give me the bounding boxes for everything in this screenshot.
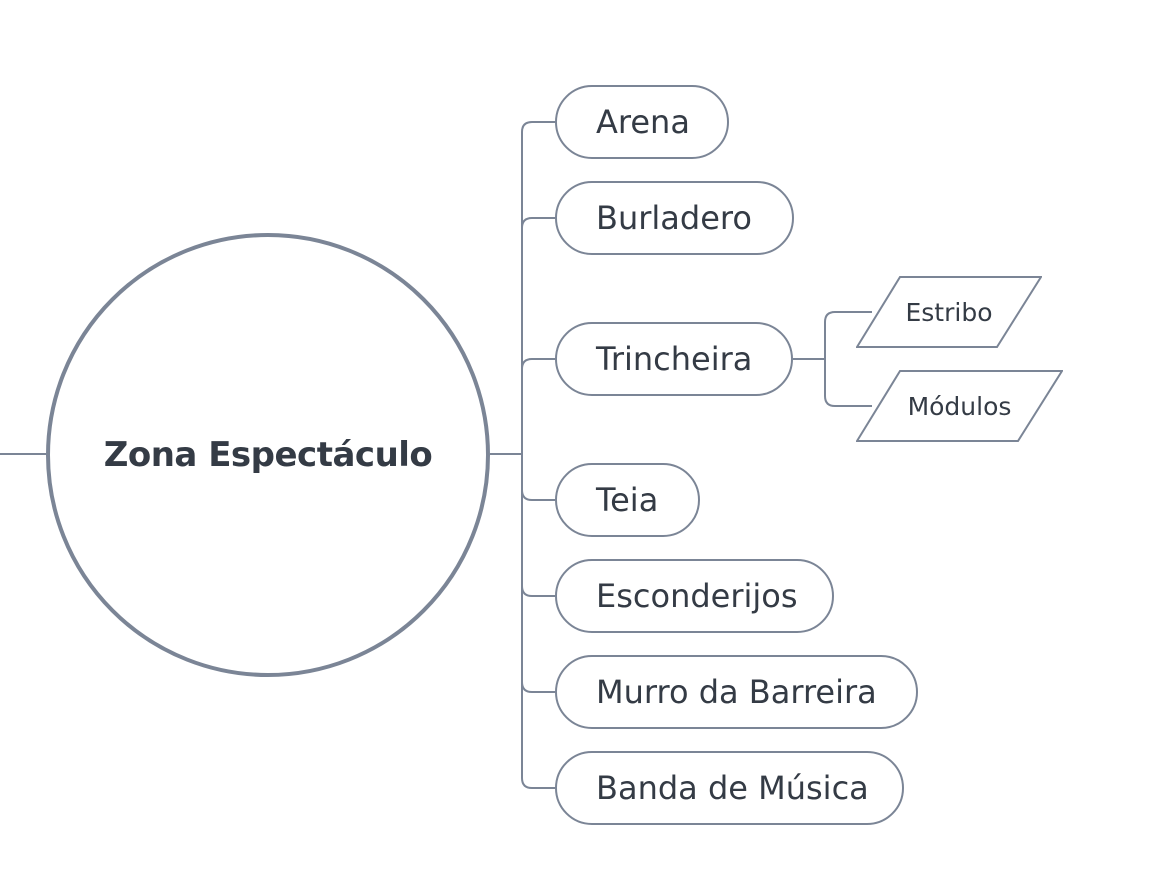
branch-connector-murro bbox=[521, 681, 555, 693]
subtopic-label: Módulos bbox=[907, 391, 1012, 421]
branch-connector-trincheira bbox=[521, 358, 555, 370]
topic-label: Trincheira bbox=[596, 340, 753, 378]
central-topic-label: Zona Espectáculo bbox=[103, 435, 433, 475]
branch-connector-esconderijos bbox=[521, 585, 555, 597]
parallelogram-shape bbox=[856, 276, 1042, 348]
topic-label: Teia bbox=[596, 481, 659, 519]
subtopic-label: Estribo bbox=[905, 297, 993, 327]
topic-label: Banda de Música bbox=[596, 769, 869, 807]
sub-spine-trincheira bbox=[824, 311, 836, 407]
branch-connector-teia bbox=[521, 489, 555, 501]
topic-label: Esconderijos bbox=[596, 577, 798, 615]
topic-label: Burladero bbox=[596, 199, 752, 237]
subtopic-estribo[interactable]: Estribo bbox=[856, 276, 1042, 348]
subtopic-modulos[interactable]: Módulos bbox=[856, 370, 1063, 442]
topic-esconderijos[interactable]: Esconderijos bbox=[555, 559, 834, 633]
branch-spine bbox=[521, 121, 533, 789]
topic-murro-da-barreira[interactable]: Murro da Barreira bbox=[555, 655, 918, 729]
topic-label: Arena bbox=[596, 103, 690, 141]
topic-burladero[interactable]: Burladero bbox=[555, 181, 794, 255]
topic-teia[interactable]: Teia bbox=[555, 463, 700, 537]
topic-arena[interactable]: Arena bbox=[555, 85, 729, 159]
central-topic[interactable]: Zona Espectáculo bbox=[46, 233, 490, 677]
parallelogram-shape bbox=[856, 370, 1063, 442]
topic-label: Murro da Barreira bbox=[596, 673, 877, 711]
branch-connector-burladero bbox=[521, 217, 555, 229]
topic-trincheira[interactable]: Trincheira bbox=[555, 322, 793, 396]
topic-banda-de-musica[interactable]: Banda de Música bbox=[555, 751, 904, 825]
